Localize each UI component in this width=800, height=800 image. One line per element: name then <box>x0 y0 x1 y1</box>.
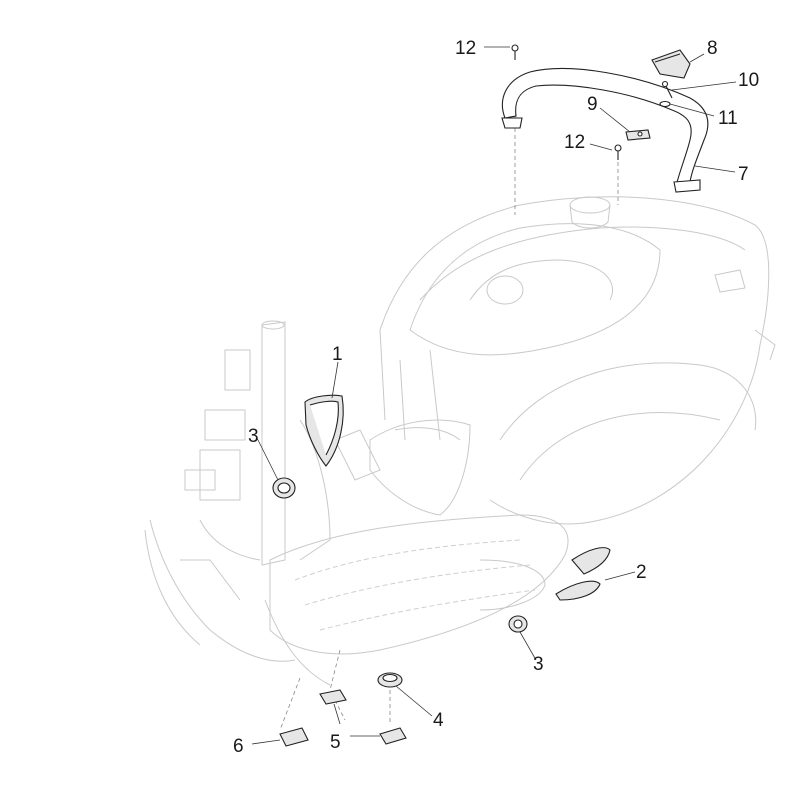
callout-6: 6 <box>233 736 244 757</box>
shield-panel-1-part <box>304 394 344 467</box>
callout-labels: 12 8 10 9 11 12 7 1 3 2 3 4 5 6 <box>233 38 759 757</box>
screw-12-mid-part <box>614 144 622 160</box>
screw-12-top-part <box>511 44 519 60</box>
callout-leaders <box>251 46 737 745</box>
callout-2: 2 <box>636 562 647 583</box>
callout-11: 11 <box>718 108 738 129</box>
callout-3-right: 3 <box>533 654 544 675</box>
callout-10: 10 <box>738 70 759 91</box>
rubber-plug-3a-part <box>272 477 296 499</box>
rubber-pad-5b-part <box>379 727 407 745</box>
assembly-guide-lines <box>279 100 619 731</box>
callout-1: 1 <box>332 344 343 365</box>
callout-12-top: 12 <box>455 38 476 59</box>
rail-end-cap-part <box>651 49 691 79</box>
washer-11-part <box>659 100 671 108</box>
callout-12-mid: 12 <box>564 132 585 153</box>
screw-10-part <box>661 80 673 99</box>
scooter-body-ghost <box>144 196 776 686</box>
grab-rail-part <box>501 68 709 193</box>
bracket-9-part <box>625 129 651 141</box>
callout-7: 7 <box>738 164 749 185</box>
callout-8: 8 <box>707 38 718 59</box>
callout-5: 5 <box>330 732 341 753</box>
rubber-pad-6-part <box>279 727 309 747</box>
callout-3-left: 3 <box>248 426 259 447</box>
callout-9: 9 <box>587 94 598 115</box>
grommet-4-part <box>377 672 403 688</box>
rubber-plug-3b-part <box>508 615 528 633</box>
callout-4: 4 <box>433 710 444 731</box>
side-cover-2-part <box>555 547 611 601</box>
rubber-pad-5a-part <box>319 689 347 705</box>
